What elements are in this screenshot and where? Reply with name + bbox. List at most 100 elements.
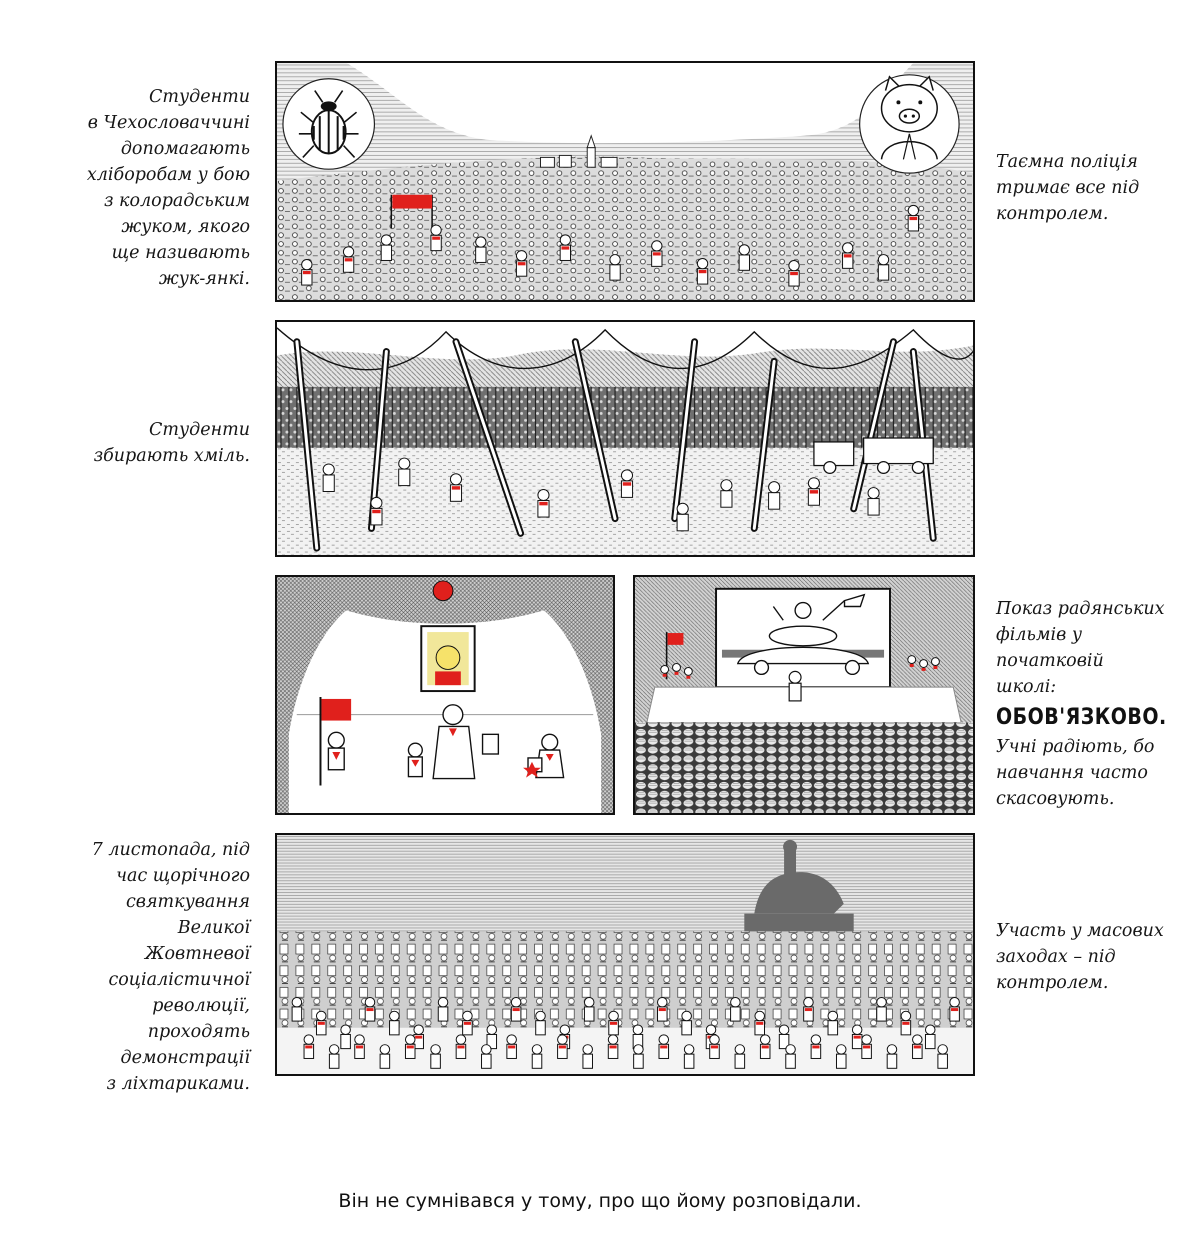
figure-head	[413, 1024, 424, 1035]
caption-line: святкування	[125, 892, 250, 912]
figure-body	[768, 492, 781, 510]
figure-body	[835, 1053, 847, 1069]
caption-line: скасовують.	[996, 789, 1115, 809]
caption-line: соціалістичної	[108, 970, 250, 990]
figure-head	[810, 1034, 822, 1045]
red-scarf	[609, 1021, 618, 1025]
figure-body	[730, 1006, 741, 1022]
red-scarf	[812, 1045, 820, 1049]
red-scarf	[902, 1021, 910, 1025]
red-scarf	[609, 1045, 617, 1049]
figure-head	[379, 1044, 391, 1055]
red-scarf	[660, 1045, 668, 1049]
caption-line: контролем.	[996, 204, 1109, 224]
figure-head	[315, 1010, 327, 1022]
figure-head	[851, 1024, 863, 1035]
caption-line: революції,	[152, 996, 250, 1016]
red-scarf	[658, 1008, 666, 1012]
red-scarf	[463, 1021, 471, 1025]
figure-head	[949, 996, 960, 1008]
caption-line: з колорадським	[103, 191, 250, 211]
red-scarf	[539, 501, 548, 506]
figure-body	[738, 254, 750, 271]
red-scarf	[843, 254, 852, 258]
figure-body	[389, 1020, 400, 1036]
figure-head	[835, 1044, 847, 1055]
figure-head	[651, 240, 663, 252]
figure-head	[607, 1034, 619, 1045]
caption-line: збирають хміль.	[93, 446, 250, 466]
figure-head	[759, 1034, 771, 1045]
caption-line: заходах – під	[996, 947, 1116, 967]
figure-head	[531, 1044, 543, 1055]
figure-head	[322, 463, 335, 476]
figure-head	[676, 502, 689, 515]
figure-head	[328, 1044, 340, 1055]
figure-head	[768, 481, 781, 494]
red-scarf	[761, 1045, 769, 1049]
figure-head	[657, 996, 668, 1008]
red-scarf	[561, 246, 570, 250]
caption-line: хліборобам у бою	[86, 165, 250, 185]
figure-head	[475, 236, 487, 248]
figure-body	[867, 498, 880, 516]
figure-head	[559, 234, 572, 246]
red-scarf	[698, 270, 707, 274]
figure-head	[380, 234, 393, 246]
red-scarf	[558, 1045, 566, 1049]
red-scarf	[913, 1045, 921, 1049]
figure-head	[510, 996, 522, 1008]
figure-head	[449, 473, 463, 486]
figure-head	[608, 1010, 619, 1022]
caption-line: ще називають	[111, 243, 250, 263]
figure-body	[430, 1053, 441, 1069]
figure-head	[633, 1044, 644, 1055]
red-scarf	[317, 1021, 325, 1025]
figure-head	[709, 1034, 720, 1045]
caption-line: в Чехословаччині	[87, 113, 250, 133]
caption-line: жук-янкі.	[158, 269, 250, 289]
red-scarf	[372, 509, 381, 514]
figure-body	[676, 513, 689, 532]
figure-head	[842, 242, 854, 254]
red-scarf	[305, 1045, 313, 1049]
figure-head	[730, 996, 741, 1008]
caption-line: Жовтневої	[144, 944, 250, 964]
figure-body	[291, 1006, 303, 1022]
figure-head	[886, 1044, 898, 1055]
red-scarf	[355, 1045, 364, 1049]
figure-head	[754, 1010, 765, 1022]
bottom-caption: Він не сумнівався у тому, про що йому ро…	[338, 1190, 862, 1212]
figure-head	[486, 1024, 498, 1035]
caption-line: початковій	[996, 651, 1104, 671]
figure-body	[380, 244, 393, 261]
figure-body	[886, 1053, 898, 1069]
figure-body	[633, 1053, 644, 1069]
figure-head	[462, 1010, 473, 1022]
figure-head	[658, 1034, 670, 1045]
caption-line: Студенти	[149, 420, 250, 440]
caption-line: жуком, якого	[121, 217, 250, 237]
caption-line: фільмів у	[996, 625, 1082, 645]
red-scarf	[512, 1008, 520, 1012]
red-scarf	[863, 1045, 871, 1049]
figure-head	[807, 477, 820, 490]
red-scarf	[756, 1021, 764, 1025]
panel-school-stage	[275, 575, 615, 815]
figure-head	[303, 1034, 315, 1045]
caption-line: 7 листопада, під	[91, 840, 250, 860]
caption-line: Студенти	[149, 87, 250, 107]
figure-body	[877, 264, 890, 281]
figure-head	[705, 1024, 717, 1035]
red-scarf	[344, 258, 353, 262]
pig-policeman-icon	[880, 75, 938, 160]
figure-head	[620, 469, 634, 482]
caption-line: школі:	[996, 677, 1057, 697]
figure-body	[937, 1053, 948, 1069]
figure-head	[877, 254, 890, 266]
